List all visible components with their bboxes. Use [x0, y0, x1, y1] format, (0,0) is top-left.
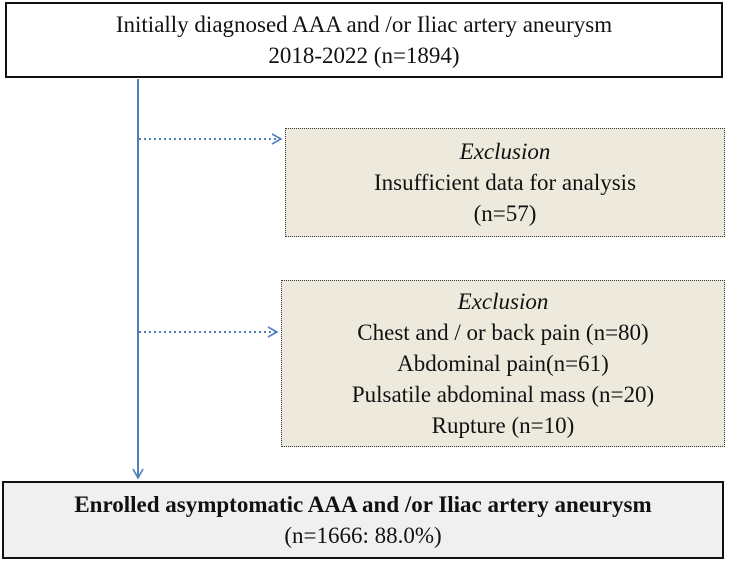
exclusion2-item-pulsatile-mass: Pulsatile abdominal mass (n=20): [351, 382, 655, 407]
exclusion1-heading: Exclusion: [459, 139, 551, 164]
exclusion2-item-abdominal-pain: Abdominal pain(n=61): [397, 351, 609, 376]
exclusion2-item-chest-back-pain: Chest and / or back pain (n=80): [357, 320, 649, 345]
enrolled-line2: (n=1666: 88.0%): [284, 523, 442, 548]
exclusion-box-1: Exclusion Insufficient data for analysis…: [285, 128, 725, 237]
exclusion1-count: (n=57): [473, 201, 537, 226]
initial-line2: 2018-2022 (n=1894): [268, 43, 460, 68]
enrolled-line1: Enrolled asymptomatic AAA and /or Iliac …: [74, 492, 652, 517]
exclusion2-item-rupture: Rupture (n=10): [431, 413, 575, 438]
exclusion2-heading: Exclusion: [457, 289, 549, 314]
enrolled-box: Enrolled asymptomatic AAA and /or Iliac …: [2, 481, 724, 559]
exclusion-box-2: Exclusion Chest and / or back pain (n=80…: [281, 280, 725, 447]
exclusion1-item: Insufficient data for analysis: [373, 170, 637, 195]
initial-diagnosis-box: Initially diagnosed AAA and /or Iliac ar…: [5, 2, 723, 78]
initial-line1: Initially diagnosed AAA and /or Iliac ar…: [115, 12, 613, 37]
